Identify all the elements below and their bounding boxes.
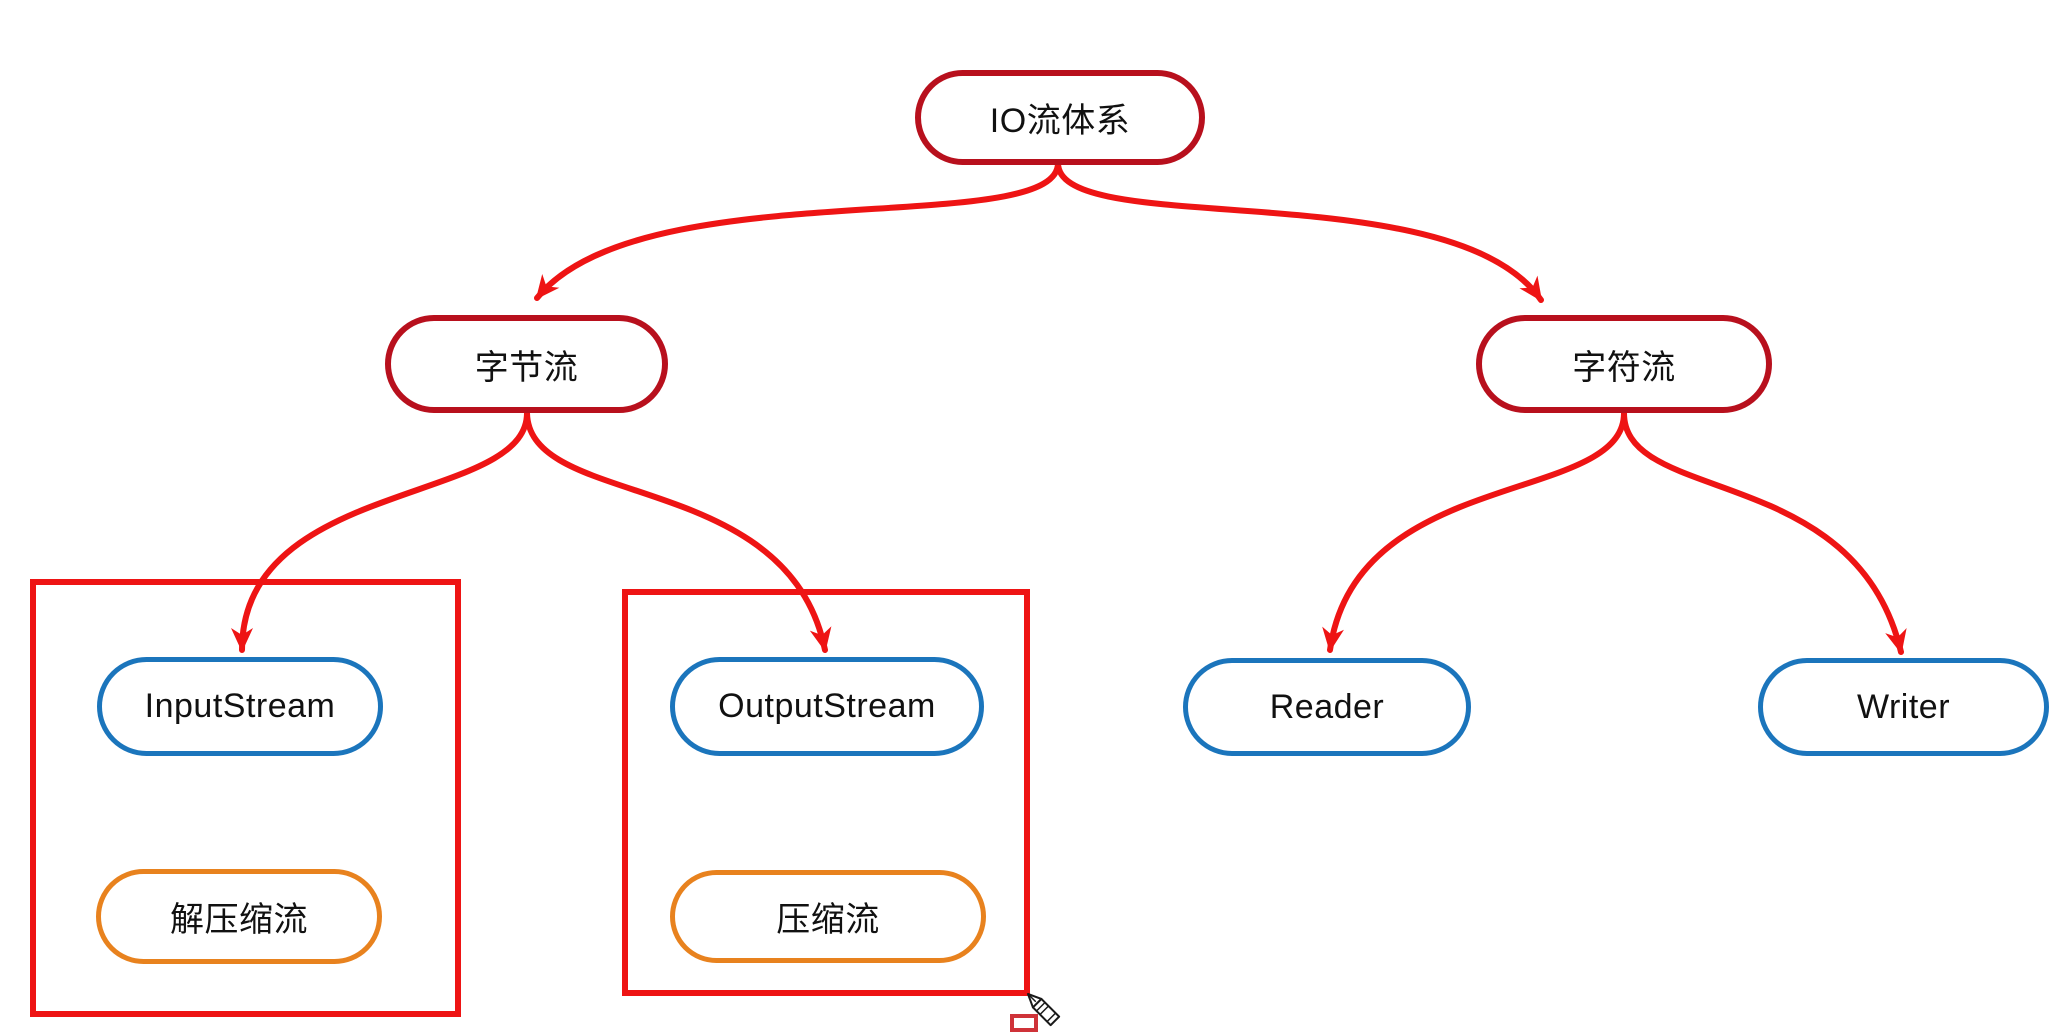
node-writer-label: Writer (1856, 687, 1951, 726)
node-char-stream-label: 字符流 (1572, 348, 1676, 387)
node-outputstream[interactable]: OutputStream (670, 657, 984, 756)
node-reader[interactable]: Reader (1183, 658, 1471, 756)
highlight-box-input-group[interactable] (30, 579, 461, 1017)
connector-char-to-reader (1322, 410, 1627, 653)
node-inputstream-label: InputStream (144, 687, 336, 725)
connector-byte-to-inputstream (231, 410, 530, 653)
connector-io-to-byte-stream (534, 160, 1061, 301)
node-char-stream[interactable]: 字符流 (1476, 315, 1772, 413)
rectangle-tool-icon (1010, 1014, 1038, 1032)
node-io-system[interactable]: IO流体系 (915, 70, 1205, 165)
node-decompress-stream[interactable]: 解压缩流 (96, 869, 382, 964)
node-writer[interactable]: Writer (1758, 658, 2049, 756)
pencil-cursor (1027, 993, 1061, 1027)
node-byte-stream[interactable]: 字节流 (385, 315, 668, 413)
node-reader-label: Reader (1269, 687, 1385, 726)
node-io-system-label: IO流体系 (989, 102, 1131, 140)
node-compress-stream[interactable]: 压缩流 (670, 870, 986, 963)
connector-io-to-char-stream (1055, 160, 1544, 303)
node-decompress-stream-label: 解压缩流 (170, 901, 308, 939)
node-byte-stream-label: 字节流 (474, 348, 579, 387)
node-outputstream-label: OutputStream (718, 687, 936, 725)
connector-byte-to-outputstream (524, 410, 832, 653)
node-inputstream[interactable]: InputStream (97, 657, 383, 756)
highlight-box-output-group[interactable] (622, 589, 1030, 996)
connector-char-to-writer (1621, 410, 1907, 655)
node-compress-stream-label: 压缩流 (776, 901, 880, 939)
